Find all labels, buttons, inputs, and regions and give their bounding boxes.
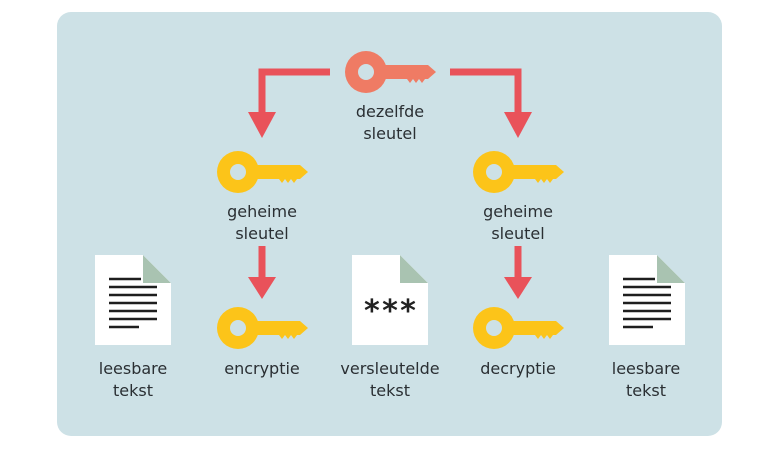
secret-key-left-label-line1: geheime [227, 202, 297, 221]
plaintext-right-document-icon [609, 255, 685, 345]
arrowhead-encryption [248, 277, 276, 299]
encryption-key-icon [217, 307, 308, 349]
ciphertext-symbol: *** [363, 294, 417, 329]
secret-key-right-label-line1: geheime [483, 202, 553, 221]
plaintext-left-label-line2: tekst [113, 381, 153, 400]
secret-key-right-icon [473, 151, 564, 193]
decryption-key-icon [473, 307, 564, 349]
plaintext-right-label-line1: leesbare [612, 359, 681, 378]
plaintext-left-label-line1: leesbare [99, 359, 168, 378]
arrow-to-right-key [450, 68, 522, 118]
arrowhead-decryption [504, 277, 532, 299]
ciphertext-label-line1: versleutelde [340, 359, 439, 378]
encryption-label: encryptie [224, 359, 300, 378]
secret-key-left-icon [217, 151, 308, 193]
decryption-label: decryptie [480, 359, 556, 378]
shared-key-icon [345, 51, 436, 93]
secret-key-right-label-line2: sleutel [491, 224, 544, 243]
ciphertext-document-icon: *** [352, 255, 428, 345]
plaintext-right-label-line2: tekst [626, 381, 666, 400]
shared-key-label-line2: sleutel [363, 124, 416, 143]
shared-key-label-line1: dezelfde [356, 102, 424, 121]
arrow-to-left-key [258, 68, 330, 118]
arrowhead-left [248, 112, 276, 138]
secret-key-left-label-line2: sleutel [235, 224, 288, 243]
arrowhead-right [504, 112, 532, 138]
plaintext-left-document-icon [95, 255, 171, 345]
ciphertext-label-line2: tekst [370, 381, 410, 400]
